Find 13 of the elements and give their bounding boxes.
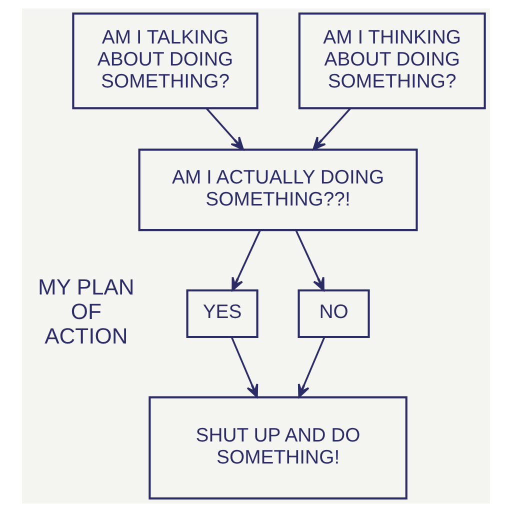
arrow: [230, 336, 258, 398]
arrow: [312, 108, 351, 150]
node-box: SHUT UP AND DO SOMETHING!: [148, 396, 408, 500]
arrow: [295, 230, 324, 291]
arrow: [298, 336, 326, 398]
node-box: AM I TALKING ABOUT DOING SOMETHING?: [72, 12, 258, 110]
node-box: AM I ACTUALLY DOING SOMETHING??!: [138, 148, 418, 232]
node-box: NO: [298, 289, 370, 338]
label: MY PLAN OF ACTION: [38, 274, 134, 349]
node-box: AM I THINKING ABOUT DOING SOMETHING?: [298, 12, 486, 110]
arrow: [206, 108, 244, 150]
arrow: [232, 230, 261, 291]
node-box: YES: [186, 289, 258, 338]
